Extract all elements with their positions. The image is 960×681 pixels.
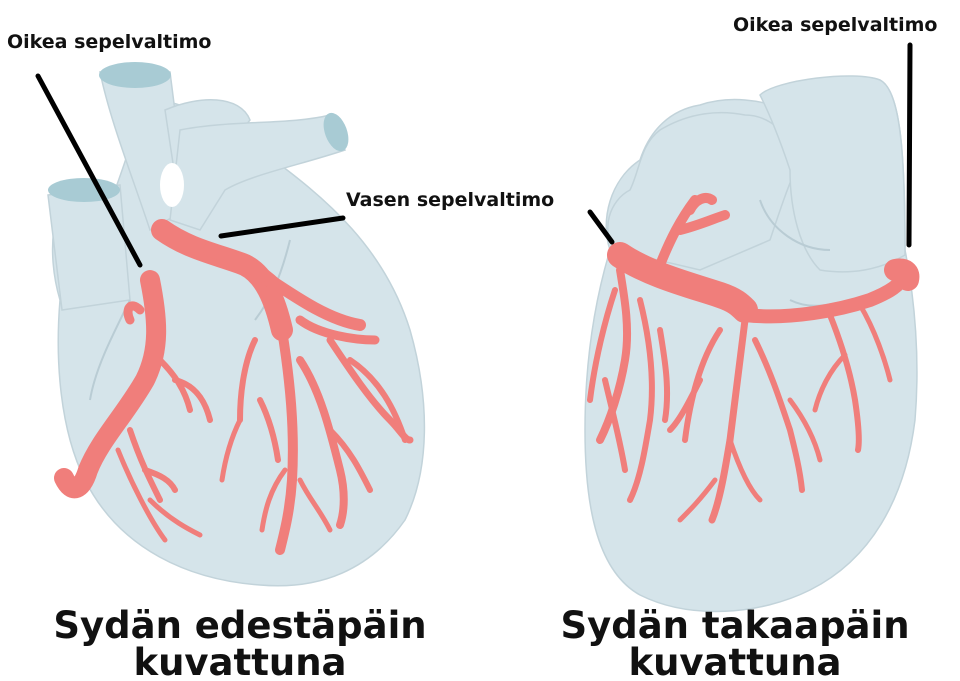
front-aorta-opening	[99, 62, 171, 88]
front-heart	[48, 62, 424, 586]
front-vessel-gap	[160, 163, 184, 207]
back-right-coronary-leader	[909, 45, 910, 245]
back-right-coronary-label: Oikea sepelvaltimo	[733, 14, 937, 36]
front-caption-line2: kuvattuna	[133, 641, 346, 681]
back-caption-line2: kuvattuna	[628, 641, 841, 681]
front-vena-cava-opening	[48, 178, 120, 202]
front-right-coronary-label: Oikea sepelvaltimo	[7, 31, 211, 53]
back-heart	[585, 76, 917, 611]
front-vena-cava	[48, 185, 130, 310]
front-left-coronary-label: Vasen sepelvaltimo	[346, 189, 554, 211]
